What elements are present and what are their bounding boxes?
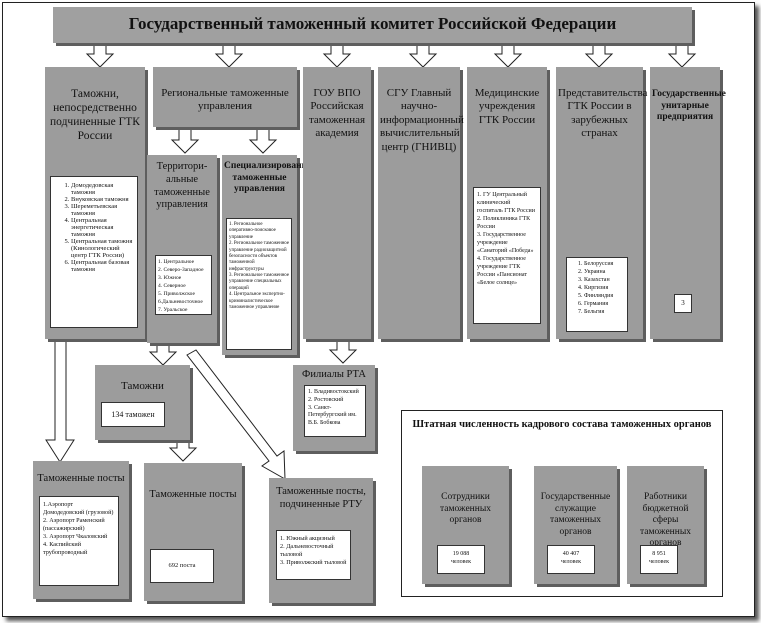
list-item: 1. Южный акцизный [280,535,335,542]
list-item: 3. Региональное таможенное управление сп… [229,273,289,291]
list-item: Центральная таможня (Кинологический цент… [71,238,135,259]
arrow-medical [494,41,522,68]
list-item: Германия [584,301,627,309]
arrow-territorial [171,127,199,154]
posts-count-value: 692 поста [150,549,214,583]
arrow-posts-rtu [186,349,286,480]
sgu-title: СГУ Главный научно-информационный вычисл… [380,87,464,153]
list-item: Киргизия [584,285,627,293]
staff-unit: человек [560,559,582,566]
branches-list: 1. Владивостокский 2. Ростовский 3. Санк… [304,385,366,437]
unitary-title: Государственные унитарные предприятия [652,89,726,123]
list-item: 2. Ростовский [308,396,344,403]
arrow-regional [215,41,243,68]
posts-rtu-list: 1. Южный акцизный 2. Дальневосточный тыл… [276,530,351,580]
list-item: Домодедовская таможня [71,182,135,196]
customs-count-value: 134 таможен [101,402,165,427]
list-item: 1.Аэропорт Домодедовский (грузовой) [43,501,114,517]
list-item: 3. Южное [158,274,182,281]
medical-title: Медицинские учреждения ГТК России [474,87,540,126]
unitary-column: Государственные унитарные предприятия [650,67,726,339]
staff-card-label: Государственные служащие таможенных орга… [540,492,611,537]
posts-rtu-title: Таможенные посты, подчиненные РТУ [276,486,366,510]
medical-list: 1. ГУ Центральный клинический госпиталь … [473,187,541,324]
list-item: 6.Дальневосточное [158,298,203,305]
staff-card-label: Сотрудники таможенных органов [440,492,491,526]
staff-card-value: 19 088 человек [437,545,485,574]
arrow-sgu [409,41,437,68]
arrow-customs-count [149,339,177,366]
list-item: 1. ГУ Центральный клинический госпиталь … [477,192,535,214]
special-list: 1. Региональное оперативно-поисковое упр… [226,218,292,350]
arrow-special [249,127,277,154]
staff-card: Работники бюджетной сферы таможенных орг… [627,466,704,584]
customs-count-title: Таможни [121,380,164,392]
sgu-column: СГУ Главный научно-информационный вычисл… [378,67,464,339]
list-item: 2. Региональное таможенное управление ра… [229,241,289,272]
posts-direct-list: 1.Аэропорт Домодедовский (грузовой) 2. А… [39,496,119,586]
list-item: 3. Санкт-Петербургский им. В.Б. Бобкова [308,404,357,427]
abroad-title: Представительства ГТК России в зарубежны… [558,87,648,140]
list-item: Белоруссия [584,261,627,269]
arrow-branches [329,337,357,364]
arrow-academy [323,41,351,68]
arrow-posts-direct [45,337,75,463]
list-item: 2. Дальневосточный тыловой [280,543,334,559]
list-item: 1. Региональное оперативно-поисковое упр… [229,222,276,240]
staff-title: Штатная численность кадрового состава та… [412,419,712,430]
academy-column: ГОУ ВПО Российская таможенная академия [303,67,371,339]
list-item: Финляндия [584,293,627,301]
arrow-unitary [668,41,696,68]
list-item: Центральная базовая таможня [71,259,135,273]
staff-value: 40 407 [562,551,580,557]
list-item: 5. Приволжское [158,290,195,297]
posts-direct-title: Таможенные посты [37,473,125,484]
staff-card-value: 40 407 человек [547,545,595,574]
title-banner: Государственный таможенный комитет Росси… [53,7,692,43]
staff-unit: человек [648,559,670,566]
list-item: 7. Уральское [158,306,188,313]
academy-title: ГОУ ВПО Российская таможенная академия [308,87,366,140]
list-item: Бельгия [584,309,627,317]
arrow-abroad [585,41,613,68]
list-item: Шереметьевская таможня [71,203,135,217]
regional-column: Региональные таможенные управления [153,67,297,127]
list-item: Казахстан [584,277,627,285]
regional-column-title: Региональные таможенные управления [161,87,289,113]
territorial-title: Территори-альные таможенные управления [154,161,210,211]
list-item: 3. Приволжский тыловой [280,559,347,567]
list-item: 2. Поликлиника ГТК России [477,215,531,230]
customs-column-title: Таможни, непосредственно подчиненные ГТК… [50,88,140,143]
unitary-value: 3 [674,294,692,313]
list-item: Внуковская таможня [71,196,135,203]
list-item: 1. Центральное [158,259,195,265]
list-item: 2. Северо-Западное [158,266,204,273]
page-title: Государственный таможенный комитет Росси… [128,14,617,33]
list-item: 4. Центральное экспертно-криминалистичес… [229,292,285,310]
list-item: 3. Государственное учреждение «Санаторий… [477,231,534,254]
staff-card-value: 8 951 человек [640,545,678,574]
list-item: 4. Каспийский трубопроводный [43,541,88,557]
territorial-list: 1. Центральное 2. Северо-Западное 3. Южн… [155,255,212,315]
special-title: Специализированные таможенные управления [224,161,319,195]
branches-title: Филиалы РТА [302,369,366,380]
list-item: 2. Аэропорт Раменский (пассажирский) [43,517,105,533]
list-item: 4. Северное [158,282,186,289]
arrow-customs [86,41,114,68]
staff-card-label: Работники бюджетной сферы таможенных орг… [640,492,691,549]
posts-count-title: Таможенные посты [149,489,237,500]
staff-value: 8 951 [652,551,666,557]
list-item: 4. Государственное учреждение ГТК России… [477,255,528,286]
staff-value: 19 088 [452,551,470,557]
list-item: Центральная энергетическая таможня [71,217,135,238]
staff-unit: человек [450,559,472,566]
abroad-list: Белоруссия Украина Казахстан Киргизия Фи… [566,257,628,332]
list-item: 1. Владивостокский [308,389,359,395]
customs-list: Домодедовская таможня Внуковская таможня… [50,176,138,328]
list-item: 3. Аэропорт Чкаловский [43,533,108,541]
list-item: Украина [584,269,627,277]
